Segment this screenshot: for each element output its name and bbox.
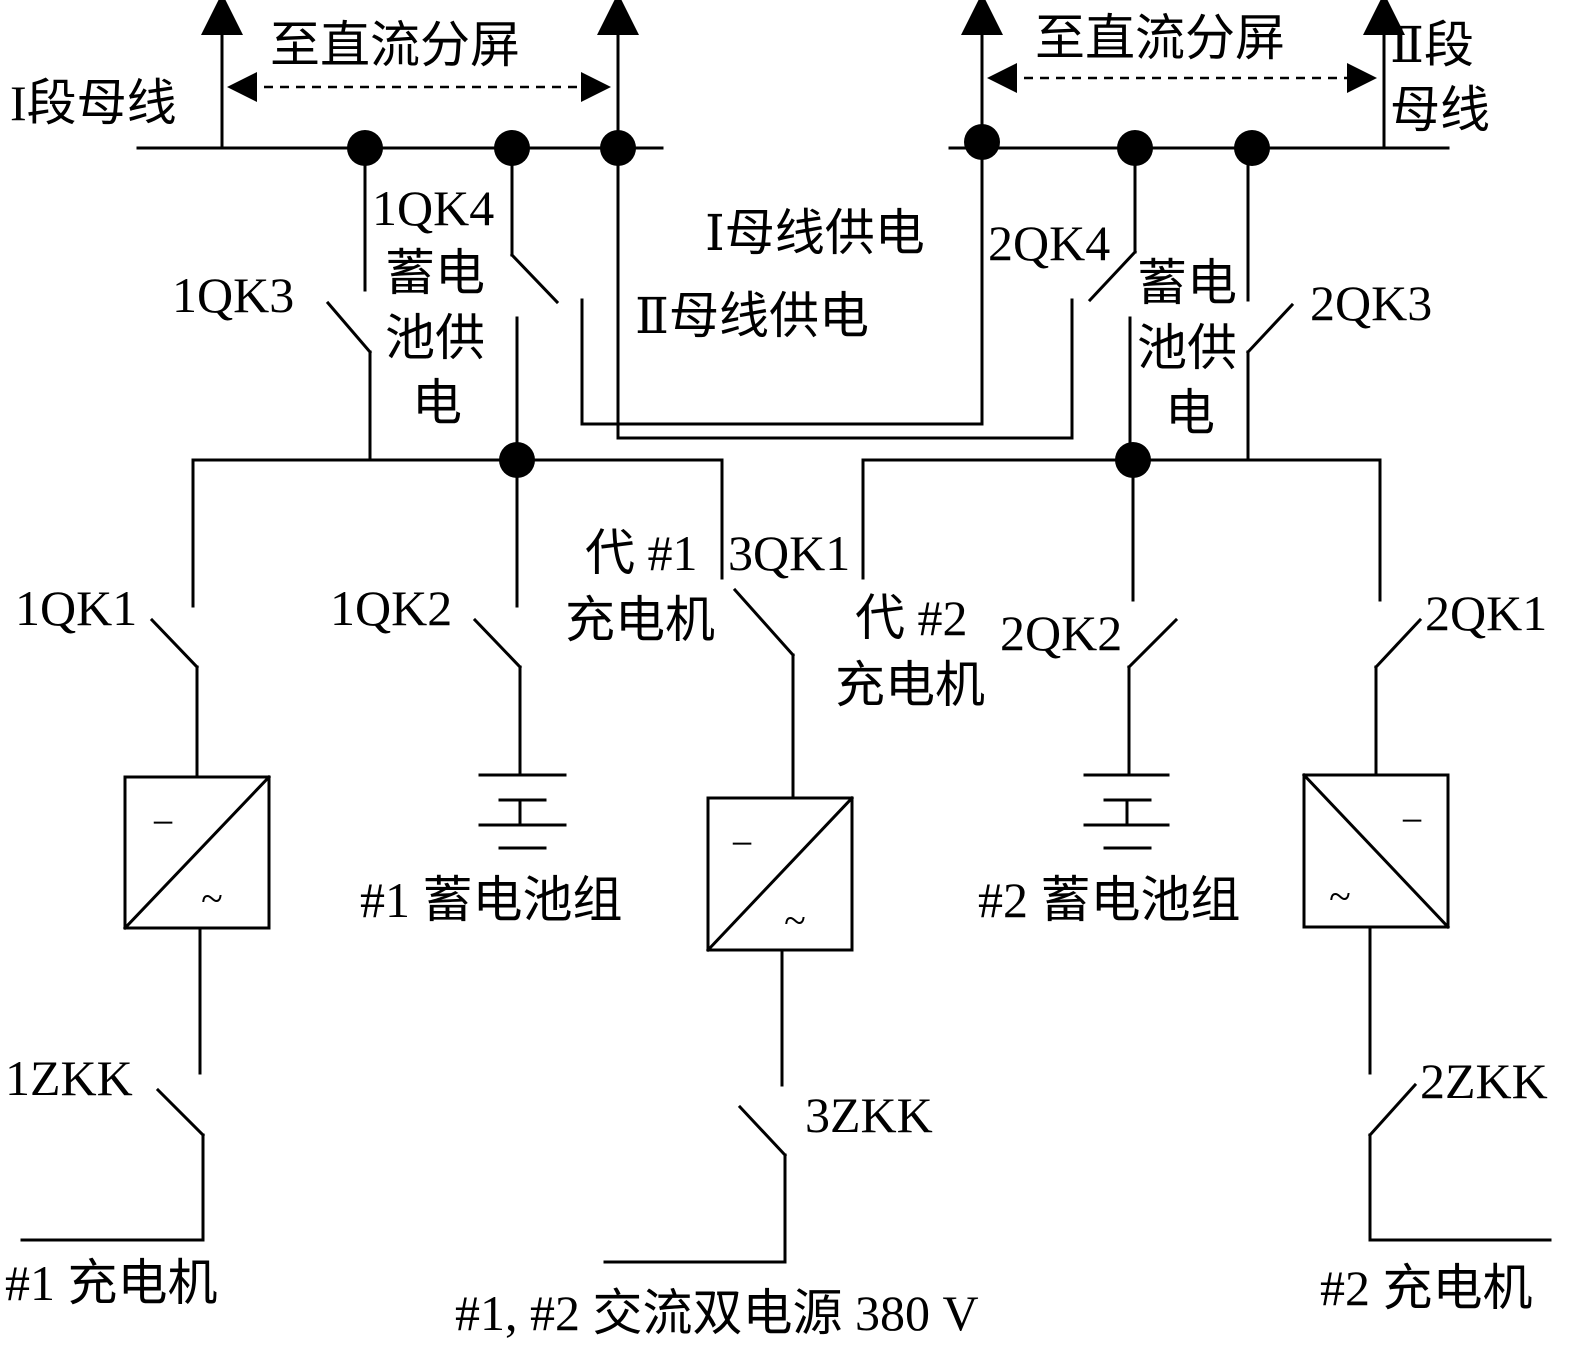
switch-3zkk-label: 3ZKK [805, 1087, 933, 1143]
replace-charger-2-line1: 代 #2 [855, 590, 968, 646]
to-dc-panel-right-label: 至直流分屏 [1035, 10, 1285, 66]
replace-charger-1-line2: 充电机 [565, 592, 715, 648]
charger-1-label: #1 充电机 [5, 1255, 218, 1311]
bus-2-supply-label: Ⅱ母线供电 [635, 288, 869, 344]
dc-symbol: − [1401, 798, 1424, 843]
bus-2-label-line1: Ⅱ段 [1390, 17, 1474, 73]
switch-2qk1-label: 2QK1 [1425, 585, 1547, 641]
dc-symbol: − [731, 821, 754, 866]
battery-supply-right-line3: 电 [1165, 385, 1215, 441]
switch-2zkk-label: 2ZKK [1420, 1053, 1548, 1109]
switch-2qk2-label: 2QK2 [1000, 605, 1122, 661]
battery-symbol-2 [1083, 773, 1170, 850]
ac-source-label: #1, #2 交流双电源 380 V [455, 1285, 979, 1341]
battery-group-1-label: #1 蓄电池组 [360, 872, 623, 928]
switch-1qk2-label: 1QK2 [330, 580, 452, 636]
switch-1qk4-label: 1QK4 [372, 180, 494, 236]
bus-2-label-line2: 母线 [1390, 82, 1490, 138]
battery-supply-right-line1: 蓄电 [1137, 255, 1237, 311]
switch-1qk3-label: 1QK3 [172, 267, 294, 323]
dc-symbol: − [152, 800, 175, 845]
charger-2-label: #2 充电机 [1320, 1260, 1533, 1316]
switch-2qk3-label: 2QK3 [1310, 275, 1432, 331]
battery-group-2-label: #2 蓄电池组 [978, 872, 1241, 928]
left-branch-wiring [20, 146, 1074, 1264]
right-branch-wiring [861, 146, 1552, 1242]
replace-charger-2-line2: 充电机 [835, 657, 985, 713]
converter-charger-2: − ~ [1301, 772, 1451, 930]
junction-dots [347, 124, 1270, 478]
ac-symbol: ~ [201, 876, 223, 921]
switch-2qk4-label: 2QK4 [988, 215, 1110, 271]
bus-1-label: I段母线 [10, 75, 177, 131]
battery-supply-right-line2: 池供 [1137, 320, 1237, 376]
switch-1zkk-label: 1ZKK [5, 1050, 133, 1106]
ac-symbol: ~ [1329, 874, 1351, 919]
battery-supply-left-line2: 池供 [385, 310, 485, 366]
battery-supply-left-line3: 电 [412, 375, 462, 431]
battery-supply-left-line1: 蓄电 [385, 245, 485, 301]
to-dc-panel-left-label: 至直流分屏 [270, 17, 520, 73]
replace-charger-1-line1: 代 #1 [585, 525, 698, 581]
battery-symbol-1 [478, 773, 567, 850]
ac-symbol: ~ [784, 898, 806, 943]
converter-charger-1: − ~ [122, 774, 272, 931]
switch-1qk1-label: 1QK1 [15, 580, 137, 636]
switch-3qk1-label: 3QK1 [728, 525, 850, 581]
converter-standby: − ~ [705, 795, 855, 953]
bus-1-supply-label: Ⅰ母线供电 [705, 205, 925, 261]
